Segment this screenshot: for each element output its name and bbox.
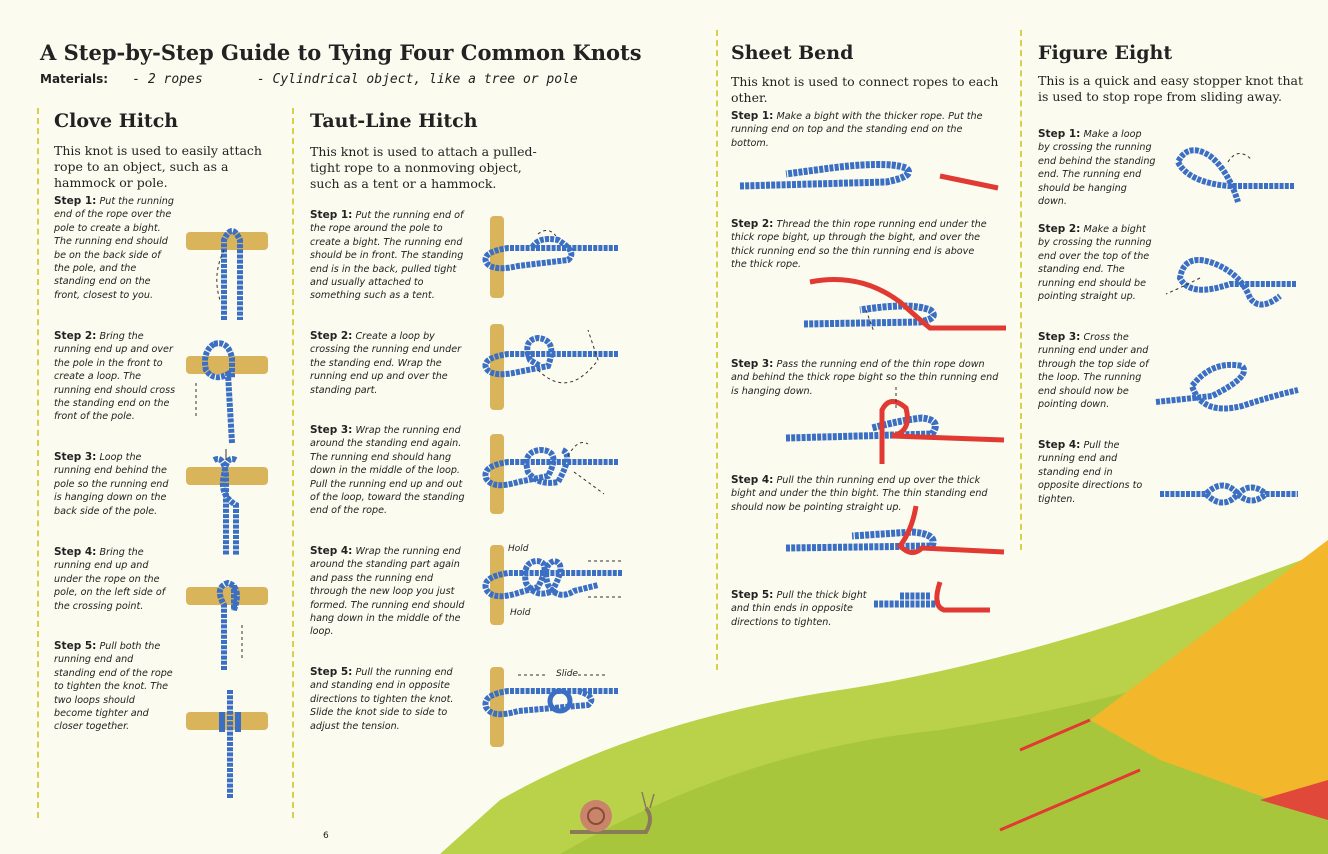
sheet-step-4: Step 4: Pull the thin running end up ove… <box>731 474 988 513</box>
divider-1 <box>37 108 39 818</box>
divider-3 <box>716 30 718 670</box>
materials-item-object: - Cylindrical object, like a tree or pol… <box>256 72 578 87</box>
hold-label-top: Hold <box>508 544 529 554</box>
figure-step-3: Step 3: Cross the running end under and … <box>1038 331 1149 411</box>
hold-label-bottom: Hold <box>510 608 531 618</box>
clove-step-3: Step 3: Loop the running end behind the … <box>54 451 169 517</box>
materials-label: Materials: <box>40 72 109 86</box>
clove-hitch-title: Clove Hitch <box>54 110 179 132</box>
taut-step-4: Step 4: Wrap the running end around the … <box>310 545 465 638</box>
clove-step-2: Step 2: Bring the running end up and ove… <box>54 330 176 423</box>
taut-step-2: Step 2: Create a loop by crossing the ru… <box>310 330 462 396</box>
figure-eight-intro: This is a quick and easy stopper knot th… <box>1038 73 1303 104</box>
taut-step-3: Step 3: Wrap the running end around the … <box>310 424 465 517</box>
sheet-step-3-illustration <box>785 384 1005 464</box>
sheet-step-1: Step 1: Make a bight with the thicker ro… <box>731 110 983 149</box>
taut-line-intro: This knot is used to attach a pulled-tig… <box>310 144 537 191</box>
materials-item-ropes: - 2 ropes <box>132 72 203 87</box>
taut-step-4-illustration <box>482 545 624 625</box>
figure-step-3-illustration <box>1155 362 1299 412</box>
taut-step-2-illustration <box>482 324 618 410</box>
clove-step-3-illustration <box>186 449 268 555</box>
figure-step-1-illustration <box>1174 147 1294 203</box>
taut-line-title: Taut-Line Hitch <box>310 110 478 132</box>
clove-hitch-intro: This knot is used to easily attach rope … <box>54 143 262 190</box>
sheet-step-4-illustration <box>785 505 1005 555</box>
sheet-bend-title: Sheet Bend <box>731 42 854 64</box>
sheet-bend-intro: This knot is used to connect ropes to ea… <box>731 74 999 105</box>
grass-hill-illustration <box>440 540 1328 854</box>
sheet-step-5-illustration <box>874 581 990 613</box>
clove-step-2-illustration <box>186 340 268 444</box>
figure-step-2: Step 2: Make a bight by crossing the run… <box>1038 223 1152 303</box>
clove-step-4-illustration <box>186 579 268 670</box>
taut-step-1: Step 1: Put the running end of the rope … <box>310 209 464 302</box>
clove-step-4: Step 4: Bring the running end up and und… <box>54 546 166 612</box>
page-title: A Step-by-Step Guide to Tying Four Commo… <box>40 40 642 65</box>
taut-step-5-illustration <box>482 667 618 747</box>
figure-step-4: Step 4: Pull the running end and standin… <box>1038 439 1143 505</box>
figure-eight-title: Figure Eight <box>1038 42 1173 64</box>
clove-step-1-illustration <box>186 228 268 320</box>
clove-step-5-illustration <box>186 690 268 798</box>
slide-label: Slide <box>556 669 578 679</box>
figure-step-4-illustration <box>1160 482 1298 506</box>
divider-2 <box>292 108 294 818</box>
clove-step-1: Step 1: Put the running end of the rope … <box>54 195 174 301</box>
divider-4 <box>1020 30 1022 550</box>
sheet-step-2-illustration <box>803 277 1006 333</box>
sheet-step-2: Step 2: Thread the thin rope running end… <box>731 218 987 271</box>
taut-step-5: Step 5: Pull the running end and standin… <box>310 666 454 732</box>
sheet-step-3: Step 3: Pass the running end of the thin… <box>731 358 999 397</box>
materials-line: Materials: - 2 ropes - Cylindrical objec… <box>40 72 578 87</box>
figure-step-2-illustration <box>1165 257 1296 308</box>
snail-illustration <box>570 791 655 834</box>
taut-step-1-illustration <box>482 216 618 298</box>
taut-step-3-illustration <box>482 434 618 514</box>
figure-step-1: Step 1: Make a loop by crossing the runn… <box>1038 128 1156 208</box>
page-number: 6 <box>323 831 329 841</box>
clove-step-5: Step 5: Pull both the running end and st… <box>54 640 173 733</box>
sheet-step-1-illustration <box>739 160 999 191</box>
sheet-step-5: Step 5: Pull the thick bight and thin en… <box>731 589 867 628</box>
